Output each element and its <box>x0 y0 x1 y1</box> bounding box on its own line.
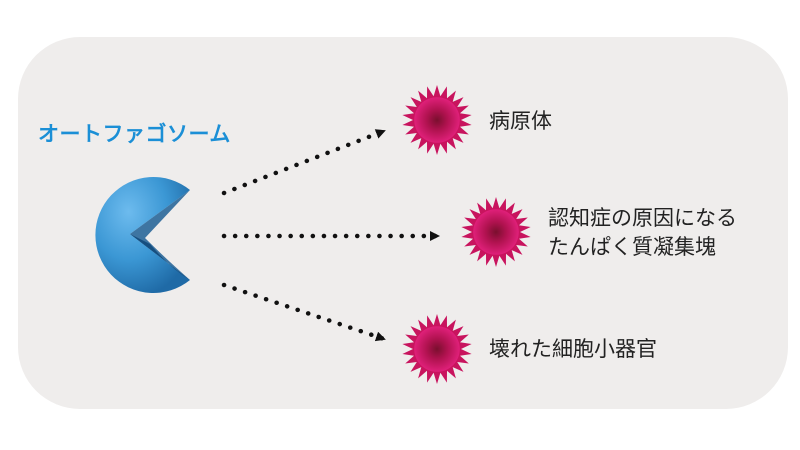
target-label-line: 認知症の原因になる <box>548 206 737 230</box>
pacman-sphere-icon <box>95 176 190 293</box>
arrow-to-organelle <box>221 282 387 342</box>
burst-core <box>473 209 519 255</box>
target-label-protein-aggregate: 認知症の原因になる たんぱく質凝集塊 <box>548 204 737 262</box>
target-label-line: 病原体 <box>489 109 552 133</box>
spiky-burst-icon <box>402 314 472 384</box>
target-label-line: たんぱく質凝集塊 <box>548 235 716 259</box>
arrow-group <box>221 128 441 342</box>
target-label-organelle: 壊れた細胞小器官 <box>489 335 657 364</box>
burst-core <box>414 326 460 372</box>
target-label-line: 壊れた細胞小器官 <box>489 337 657 361</box>
burst-core <box>414 97 460 143</box>
autophagosome-label: オートファゴソーム <box>38 122 231 146</box>
arrow-to-pathogen <box>221 128 387 196</box>
target-label-pathogen: 病原体 <box>489 107 552 136</box>
spiky-burst-icon <box>402 85 472 155</box>
spiky-burst-icon <box>461 197 531 267</box>
